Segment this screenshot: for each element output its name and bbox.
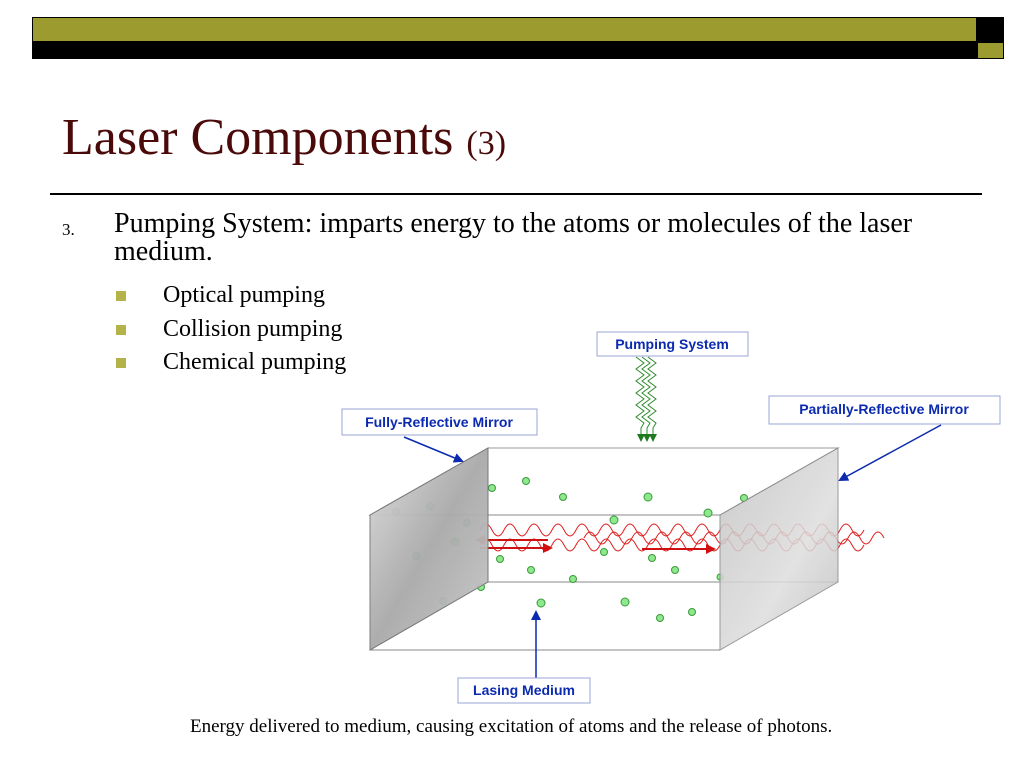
- header-bar-black: [32, 42, 977, 59]
- photon-direction-arrows: [475, 535, 716, 554]
- label-lasing-medium-text: Lasing Medium: [473, 682, 575, 698]
- slide-title: Laser Components (3): [62, 112, 506, 164]
- sub-item: Collision pumping: [112, 316, 346, 350]
- label-pointer-arrows: [403, 424, 942, 678]
- label-partially-reflective-mirror-text: Partially-Reflective Mirror: [799, 401, 969, 417]
- title-divider: [50, 193, 982, 195]
- label-lasing-medium: Lasing Medium: [457, 677, 591, 704]
- pump-energy-waves: [635, 356, 657, 442]
- sub-item-text: Chemical pumping: [163, 349, 347, 375]
- header-corner-olive: [977, 42, 1004, 59]
- square-bullet-icon: [116, 291, 126, 301]
- label-fully-reflective-mirror-text: Fully-Reflective Mirror: [365, 414, 513, 430]
- slide-title-text: Laser Components: [62, 109, 454, 166]
- sub-item: Chemical pumping: [112, 349, 346, 383]
- laser-diagram: Pumping System Fully-Reflective Mirror P…: [341, 331, 1001, 704]
- partially-reflective-mirror: [719, 447, 839, 651]
- sub-list: Optical pumping Collision pumping Chemic…: [112, 282, 346, 383]
- fully-reflective-mirror: [369, 447, 489, 651]
- label-fully-reflective-mirror: Fully-Reflective Mirror: [341, 408, 538, 436]
- header-corner-black: [977, 17, 1004, 42]
- slide-title-suffix: (3): [466, 125, 507, 162]
- diagram-caption: Energy delivered to medium, causing exci…: [190, 716, 833, 737]
- label-pumping-system-text: Pumping System: [615, 336, 729, 352]
- sub-item-text: Collision pumping: [163, 315, 343, 342]
- label-partially-reflective-mirror: Partially-Reflective Mirror: [768, 395, 1001, 425]
- label-pumping-system: Pumping System: [596, 331, 749, 357]
- point-number: 3.: [62, 220, 75, 239]
- header-bar-olive: [32, 17, 977, 42]
- sub-item: Optical pumping: [112, 282, 346, 316]
- sub-item-text: Optical pumping: [163, 282, 325, 308]
- point-text: Pumping System: imparts energy to the at…: [114, 208, 913, 267]
- square-bullet-icon: [116, 358, 126, 368]
- square-bullet-icon: [116, 324, 126, 335]
